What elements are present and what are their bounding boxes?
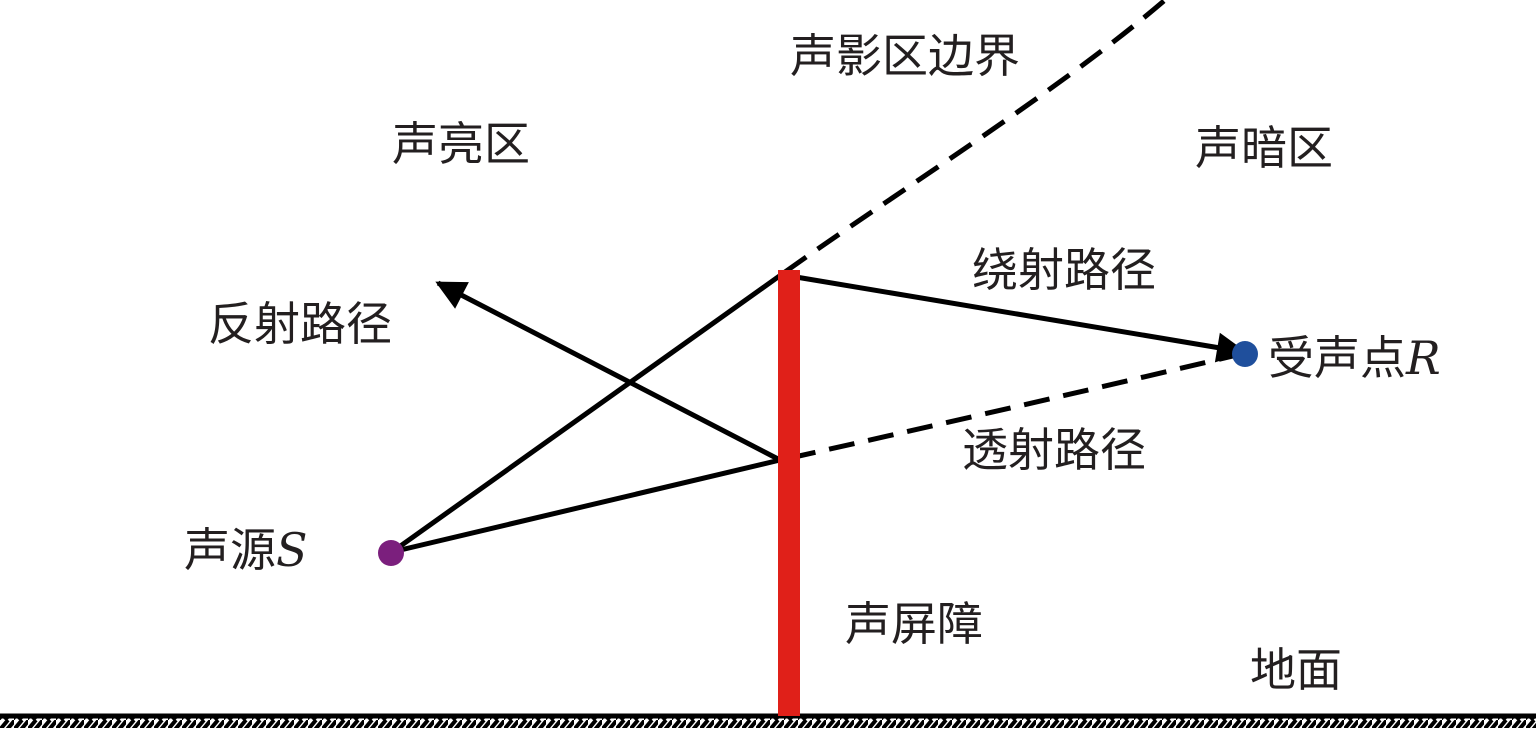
shadow-boundary-label: 声影区边界 xyxy=(790,29,1020,83)
transmission-path-line xyxy=(789,349,1251,461)
source-label: 声源S xyxy=(184,523,308,577)
barrier-label: 声屏障 xyxy=(845,597,983,651)
diffraction-path-arrow xyxy=(789,273,1247,363)
receiver-symbol: R xyxy=(1405,331,1441,385)
ground-label: 地面 xyxy=(1250,643,1342,697)
bright-zone-label: 声亮区 xyxy=(392,117,530,171)
incident-path-to-barrier xyxy=(391,457,781,555)
reflection-path-arrow xyxy=(435,280,782,463)
source-point-icon xyxy=(378,540,404,566)
receiver-point-icon xyxy=(1232,341,1258,367)
receiver-label: 受声点R xyxy=(1268,331,1441,385)
shadow-zone-boundary-line xyxy=(783,0,1167,275)
ground xyxy=(0,713,1536,728)
receiver-label-text: 受声点 xyxy=(1268,331,1406,385)
reflection-path-label: 反射路径 xyxy=(208,297,392,351)
dark-zone-label: 声暗区 xyxy=(1195,121,1333,175)
sound-barrier xyxy=(778,270,800,716)
source-label-text: 声源 xyxy=(184,523,276,577)
source-symbol: S xyxy=(276,523,308,577)
transmission-path-label: 透射路径 xyxy=(962,423,1146,477)
diffraction-path-label: 绕射路径 xyxy=(972,243,1156,297)
direct-path-to-barrier-top xyxy=(390,269,787,555)
